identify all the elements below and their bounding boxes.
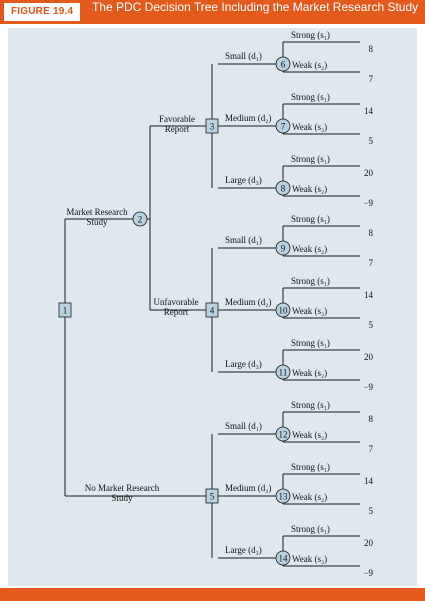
chance-node-12: 12 (275, 426, 291, 442)
decision-4-alt-3-label: Large (d₃) (225, 359, 262, 369)
chance-node-11: 11 (275, 364, 291, 380)
decision-3-alt-2-weak-label: Weak (s₂) (292, 122, 327, 132)
decision-5-alt-2-weak-payoff: 5 (369, 506, 374, 516)
decision-4-alt-2-label: Medium (d₂) (225, 297, 271, 307)
chance-node-2-number: 2 (138, 215, 143, 225)
decision-4-alt-1-strong-payoff: 8 (369, 228, 374, 238)
figure-title: The PDC Decision Tree Including the Mark… (92, 0, 419, 14)
chance-node-14-number: 14 (279, 554, 289, 564)
decision-5-alt-1-label: Small (d₁) (225, 421, 262, 431)
decision-4-alt-1-weak-payoff: 7 (369, 258, 374, 268)
decision-node-4: 4 (205, 302, 219, 318)
decision-node-5-number: 5 (210, 492, 215, 502)
chance-node-13: 13 (275, 488, 291, 504)
decision-3-alt-3-label: Large (d₃) (225, 175, 262, 185)
chance-node-6-number: 6 (281, 60, 286, 70)
decision-3-alt-1-strong-label: Strong (s₁) (291, 30, 330, 40)
chance-node-6: 6 (275, 56, 291, 72)
decision-5-alt-1-weak-payoff: 7 (369, 444, 374, 454)
chance-node-7: 7 (275, 118, 291, 134)
chance-node-12-number: 12 (279, 430, 288, 440)
chance-node-9: 9 (275, 240, 291, 256)
decision-3-alt-2-strong-payoff: 14 (364, 106, 374, 116)
decision-5-alt-3-label: Large (d₃) (225, 545, 262, 555)
decision-4-alt-3-weak-label: Weak (s₂) (292, 368, 327, 378)
decision-5-alt-2-weak-label: Weak (s₂) (292, 492, 327, 502)
decision-node-4-number: 4 (210, 306, 215, 316)
decision-5-alt-3-strong-payoff: 20 (364, 538, 374, 548)
decision-3-alt-1-strong-payoff: 8 (369, 44, 374, 54)
decision-5-alt-1-strong-payoff: 8 (369, 414, 374, 424)
decision-4-alt-3-strong-label: Strong (s₁) (291, 338, 330, 348)
decision-node-5: 5 (205, 488, 219, 504)
chance-node-2: 2 (132, 211, 148, 227)
label-market-research-line-2: Study (86, 217, 108, 227)
label-unfavorable-report-line-2: Report (164, 307, 189, 317)
chance-node-8-number: 8 (281, 184, 286, 194)
decision-3-alt-1-weak-label: Weak (s₂) (292, 60, 327, 70)
decision-4-alt-1-label: Small (d₁) (225, 235, 262, 245)
decision-3-alt-2-strong-label: Strong (s₁) (291, 92, 330, 102)
chance-node-10: 10 (275, 302, 291, 318)
chance-node-8: 8 (275, 180, 291, 196)
figure-label: FIGURE 19.4 (4, 3, 81, 21)
decision-5-alt-2-strong-payoff: 14 (364, 476, 374, 486)
label-favorable-report-line-2: Report (165, 124, 190, 134)
chance-node-9-number: 9 (281, 244, 286, 254)
decision-3-alt-3-weak-payoff: −9 (363, 198, 373, 208)
decision-5-alt-2-strong-label: Strong (s₁) (291, 462, 330, 472)
decision-4-alt-3-strong-payoff: 20 (364, 352, 374, 362)
label-market-research-line-1: Market Research (66, 207, 128, 217)
decision-5-alt-3-weak-payoff: −9 (363, 568, 373, 578)
label-favorable-report-line-1: Favorable (159, 114, 195, 124)
decision-4-alt-2-weak-payoff: 5 (369, 320, 374, 330)
decision-3-alt-3-strong-label: Strong (s₁) (291, 154, 330, 164)
chance-node-7-number: 7 (281, 122, 286, 132)
decision-3-alt-3-strong-payoff: 20 (364, 168, 374, 178)
decision-5-alt-1-weak-label: Weak (s₂) (292, 430, 327, 440)
label-no-market-research-line-2: Study (111, 493, 133, 503)
chance-node-14: 14 (275, 550, 291, 566)
chance-node-13-number: 13 (279, 492, 289, 502)
decision-node-3: 3 (205, 118, 219, 134)
decision-4-alt-3-weak-payoff: −9 (363, 382, 373, 392)
decision-4-alt-1-strong-label: Strong (s₁) (291, 214, 330, 224)
decision-5-alt-3-weak-label: Weak (s₂) (292, 554, 327, 564)
decision-4-alt-1-weak-label: Weak (s₂) (292, 244, 327, 254)
decision-node-1-number: 1 (63, 306, 68, 316)
chance-node-11-number: 11 (279, 368, 288, 378)
decision-node-3-number: 3 (210, 122, 215, 132)
decision-3-alt-2-label: Medium (d₂) (225, 113, 271, 123)
decision-4-alt-2-strong-payoff: 14 (364, 290, 374, 300)
figure-header-bar: FIGURE 19.4 The PDC Decision Tree Includ… (0, 0, 425, 24)
decision-3-alt-2-weak-payoff: 5 (369, 136, 374, 146)
decision-5-alt-1-strong-label: Strong (s₁) (291, 400, 330, 410)
decision-node-1: 1 (58, 302, 72, 318)
decision-4-alt-2-strong-label: Strong (s₁) (291, 276, 330, 286)
figure-footer-bar (0, 588, 425, 601)
decision-3-alt-1-label: Small (d₁) (225, 51, 262, 61)
label-unfavorable-report-line-1: Unfavorable (154, 297, 199, 307)
decision-4-alt-2-weak-label: Weak (s₂) (292, 306, 327, 316)
decision-5-alt-3-strong-label: Strong (s₁) (291, 524, 330, 534)
chance-node-10-number: 10 (279, 306, 289, 316)
decision-3-alt-1-weak-payoff: 7 (369, 74, 374, 84)
label-no-market-research-line-1: No Market Research (85, 483, 160, 493)
decision-5-alt-2-label: Medium (d₂) (225, 483, 271, 493)
decision-3-alt-3-weak-label: Weak (s₂) (292, 184, 327, 194)
